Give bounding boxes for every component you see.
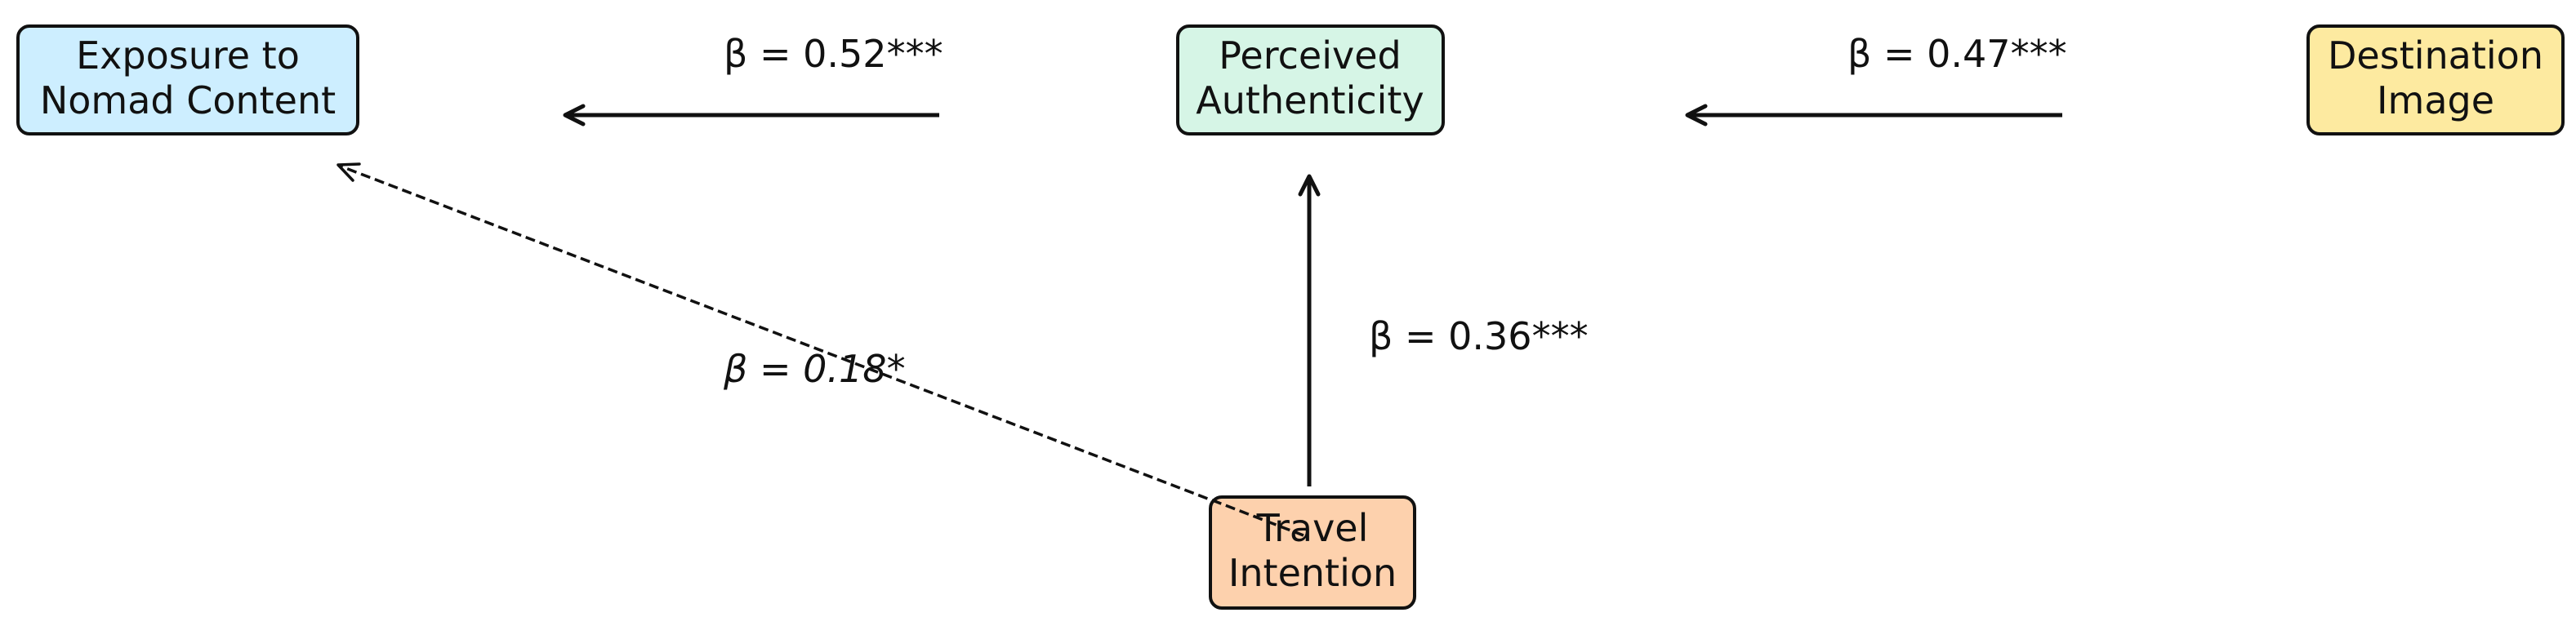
edge-intention-to-exposure <box>336 162 1304 537</box>
edge-label-authenticity-to-exposure: β = 0.52*** <box>724 32 943 76</box>
node-exposure-to-nomad-content: Exposure to Nomad Content <box>16 24 359 135</box>
node-label-exposure-line1: Exposure to <box>76 33 300 78</box>
node-box-authenticity <box>1176 24 1445 135</box>
edge-label-intention-to-authenticity: β = 0.36*** <box>1369 314 1589 358</box>
node-label-exposure-line2: Nomad Content <box>40 78 336 122</box>
node-label-intention-line1: Travel <box>1256 506 1369 550</box>
node-box-destination <box>2306 24 2565 135</box>
node-perceived-authenticity: Perceived Authenticity <box>1176 24 1445 135</box>
node-box-intention <box>1209 495 1416 610</box>
edge-destination-to-authenticity <box>1685 104 2062 127</box>
node-label-authenticity-line1: Perceived <box>1219 33 1401 78</box>
edge-label-destination-to-authenticity: β = 0.47*** <box>1847 32 2067 76</box>
node-label-intention-line2: Intention <box>1228 551 1397 595</box>
node-label-destination-line1: Destination <box>2328 33 2543 78</box>
node-destination-image: Destination Image <box>2306 24 2565 135</box>
edge-label-intention-to-exposure: β = 0.18* <box>723 347 906 391</box>
node-label-destination-line2: Image <box>2377 78 2494 122</box>
node-label-authenticity-line2: Authenticity <box>1196 78 1424 122</box>
edge-intention-to-exposure-overlap <box>1210 498 1304 537</box>
edge-authenticity-to-exposure <box>563 104 939 127</box>
edge-intention-to-authenticity <box>1298 174 1321 486</box>
node-travel-intention: Travel Intention <box>1209 495 1416 610</box>
node-box-exposure <box>16 24 359 135</box>
